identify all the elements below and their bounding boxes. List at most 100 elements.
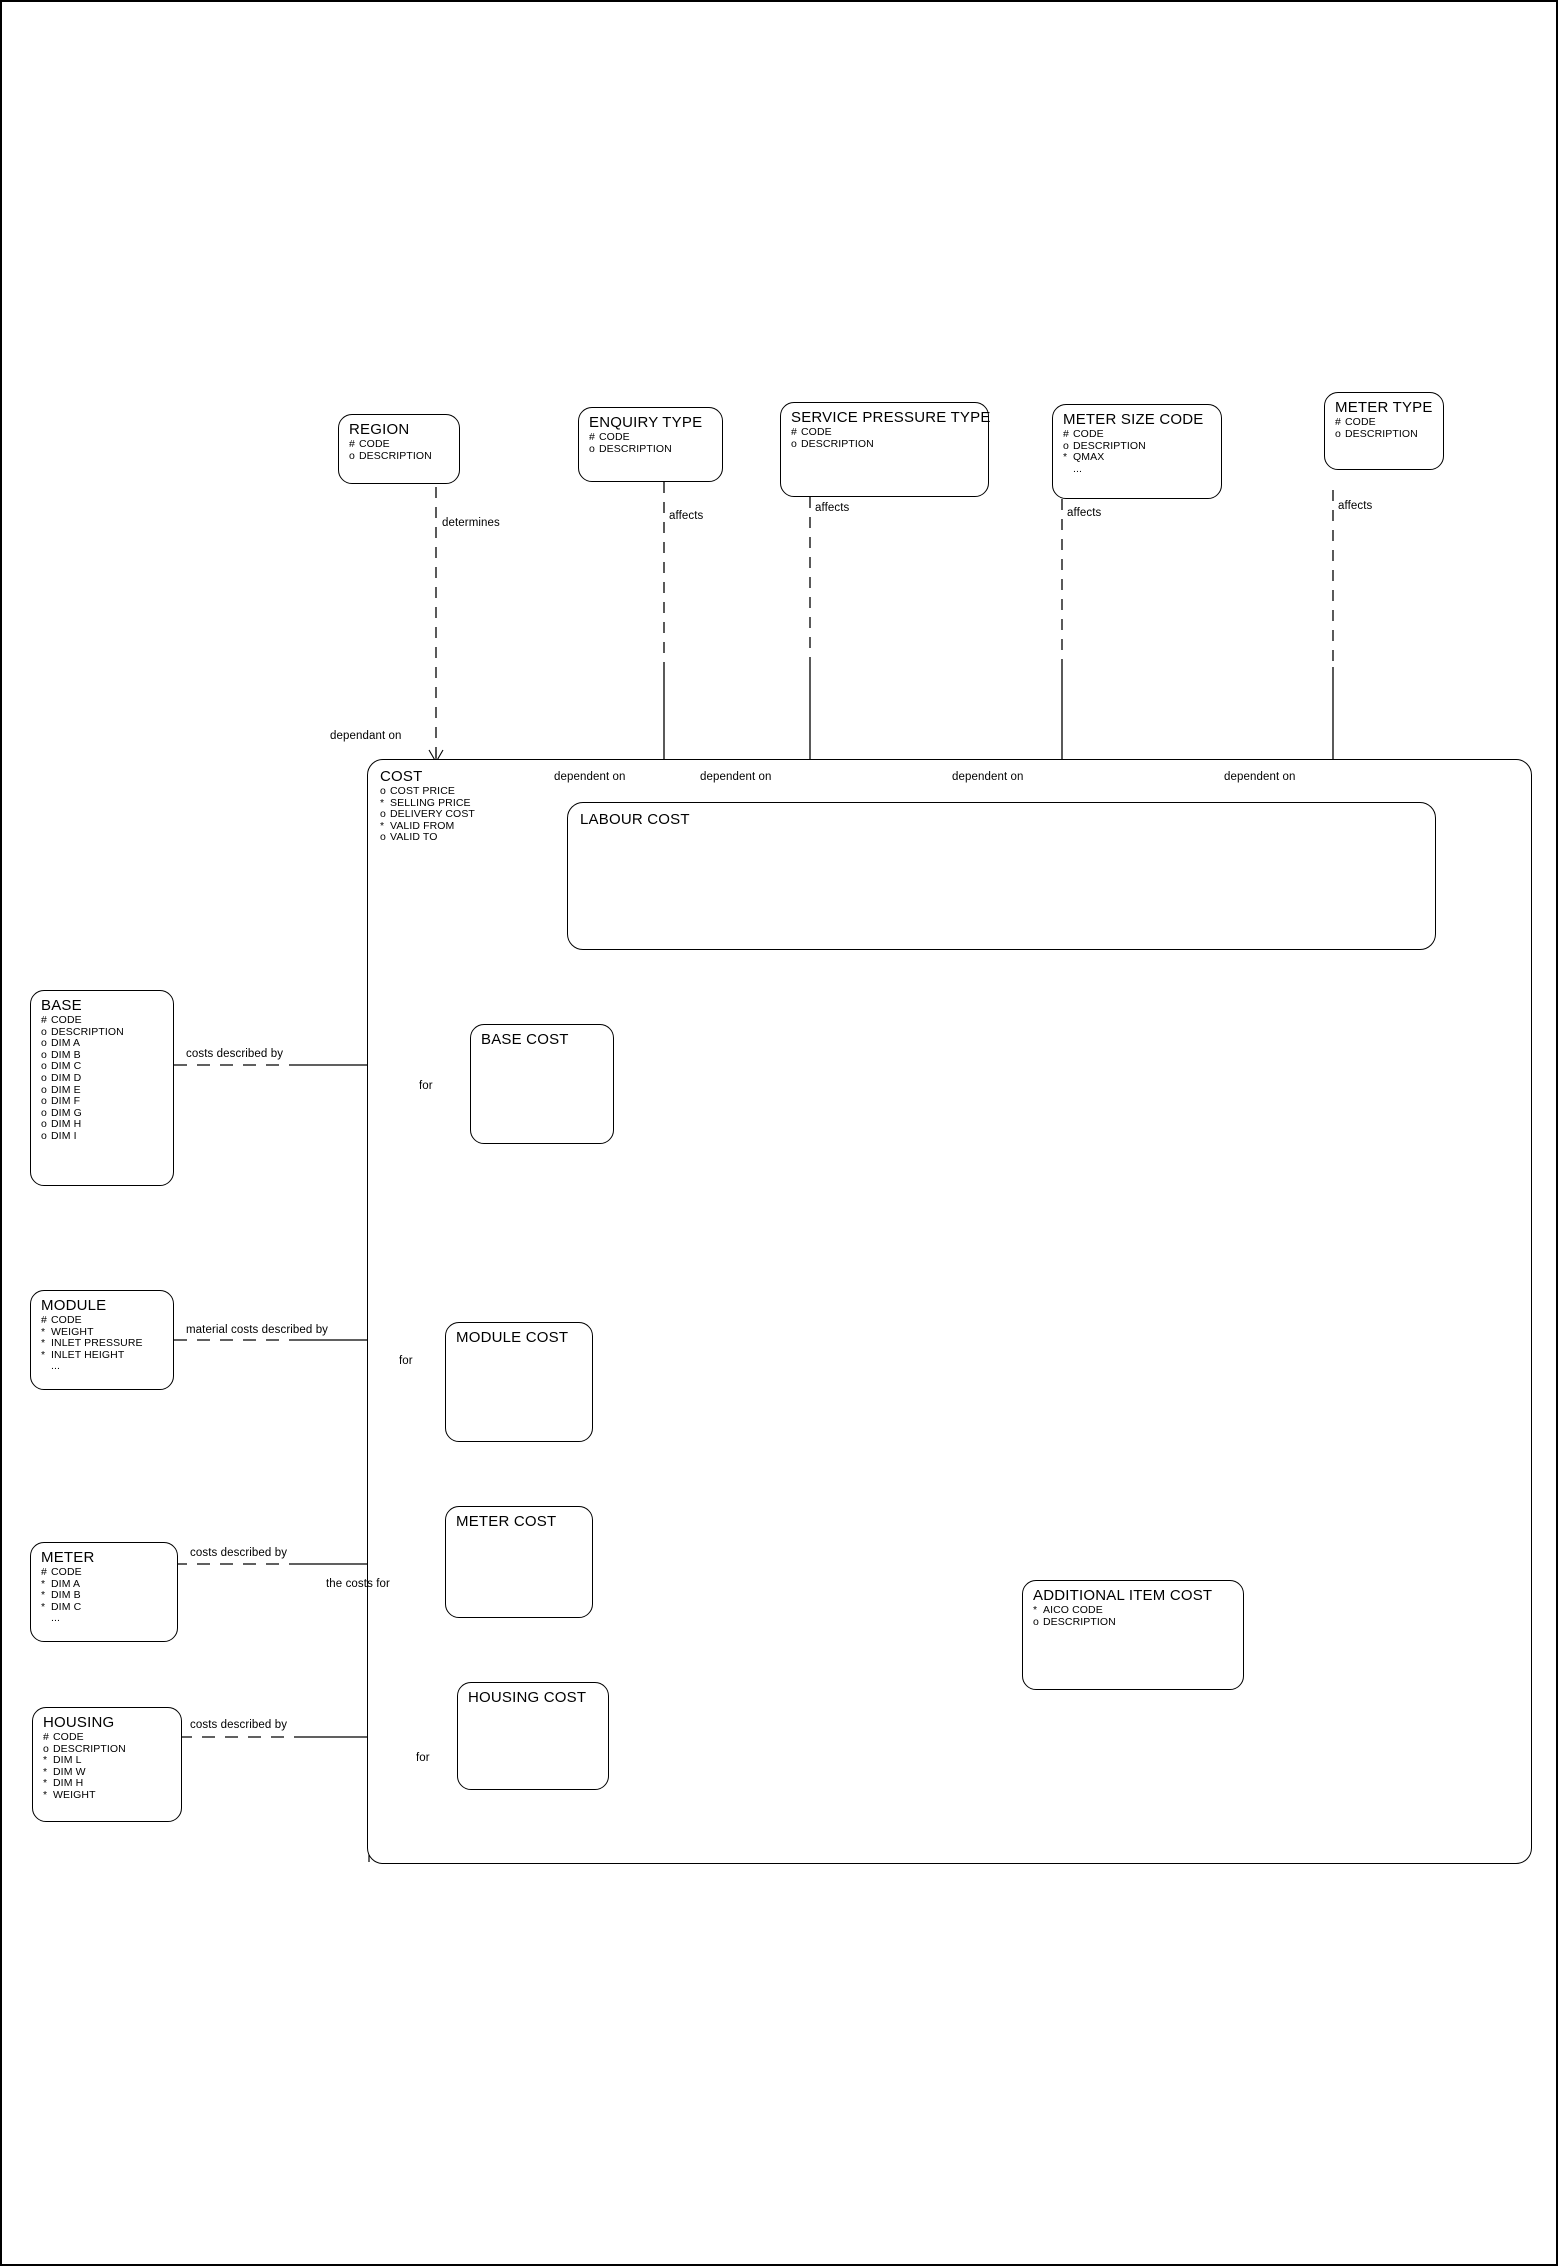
attribute-marker: o	[349, 449, 355, 462]
relationship-label-dependent-on-4: dependent on	[1224, 771, 1296, 783]
attribute-marker: o	[380, 808, 386, 821]
attribute-row: *DIM L	[43, 1754, 171, 1767]
attribute-label: SELLING PRICE	[390, 796, 471, 809]
attribute-marker: o	[41, 1037, 47, 1050]
entity-name: HOUSING	[43, 1714, 115, 1731]
attribute-label: CODE	[51, 1314, 82, 1326]
attribute-label: CODE	[359, 438, 390, 450]
entity-name: METER TYPE	[1335, 399, 1433, 416]
attribute-label: DESCRIPTION	[801, 437, 874, 450]
attribute-label: DESCRIPTION	[1043, 1615, 1116, 1628]
attribute-label: ...	[1073, 462, 1083, 475]
entity-housing-cost[interactable]: HOUSING COST	[457, 1682, 609, 1790]
relationship-label-base-costs-described-by: costs described by	[186, 1048, 284, 1060]
entity-name: BASE COST	[481, 1031, 569, 1048]
attribute-row: #CODE	[41, 1314, 163, 1327]
entity-name: MODULE COST	[456, 1329, 569, 1346]
entity-module-cost[interactable]: MODULE COST	[445, 1322, 593, 1442]
attribute-label: DESCRIPTION	[51, 1025, 124, 1038]
entity-labour-cost[interactable]: LABOUR COST	[567, 802, 1436, 950]
attribute-marker: *	[43, 1765, 48, 1778]
relationship-label-affects-meter-type: affects	[1338, 500, 1373, 512]
attribute-label: DIM C	[51, 1600, 82, 1613]
relationship-label-module-for: for	[399, 1355, 413, 1367]
attribute-marker: o	[589, 442, 595, 455]
attribute-marker: o	[41, 1071, 47, 1084]
entity-name: HOUSING COST	[468, 1689, 587, 1706]
attribute-row: # CODE	[43, 1731, 171, 1744]
attribute-label: VALID TO	[390, 831, 438, 844]
attribute-label: CODE	[51, 1566, 82, 1578]
attribute-row: *DIM B	[41, 1589, 167, 1602]
attribute-marker: *	[1033, 1604, 1038, 1616]
attribute-marker: o	[41, 1118, 47, 1131]
entity-module[interactable]: MODULE #CODE *WEIGHT *INLET PRESSURE *IN…	[30, 1290, 174, 1390]
attribute-label: ...	[51, 1612, 61, 1625]
attribute-label: DIM A	[51, 1577, 81, 1590]
attribute-label: WEIGHT	[51, 1325, 94, 1338]
attribute-marker: o	[41, 1083, 47, 1096]
attribute-row: *AICO CODE	[1033, 1604, 1233, 1617]
attribute-label: CODE	[599, 431, 630, 443]
attribute-label: CODE	[801, 426, 832, 438]
attribute-row: *SELLING PRICE	[380, 796, 1519, 810]
entity-name: LABOUR COST	[580, 811, 690, 828]
attribute-marker: #	[1063, 428, 1069, 440]
attribute-row: #CODE	[589, 431, 712, 444]
attribute-marker: *	[1063, 451, 1068, 464]
attribute-row: o DIM D	[41, 1071, 163, 1085]
relationship-label-dependent-on-1: dependent on	[554, 771, 626, 783]
attribute-row: #CODE	[41, 1566, 167, 1579]
attribute-row: ...	[41, 1613, 167, 1625]
relationship-label-affects-enquiry: affects	[669, 510, 704, 522]
relationship-label-affects-service-pressure: affects	[815, 502, 850, 514]
attribute-marker: #	[1335, 416, 1341, 428]
relationship-label-housing-for: for	[416, 1752, 430, 1764]
attribute-label: DIM H	[51, 1118, 82, 1131]
attribute-row: #CODE	[1063, 428, 1211, 441]
attribute-row: #CODE	[791, 426, 978, 439]
attribute-marker: o	[1335, 427, 1341, 440]
attribute-row: ...	[41, 1361, 163, 1373]
attribute-marker: *	[41, 1325, 46, 1338]
attribute-marker: o	[41, 1095, 47, 1108]
entity-name: SERVICE PRESSURE TYPE	[791, 409, 991, 426]
relationship-label-module-material-costs-described-by: material costs described by	[186, 1324, 329, 1336]
attribute-label: DIM I	[51, 1129, 77, 1142]
entity-meter-cost[interactable]: METER COST	[445, 1506, 593, 1618]
relationship-label-base-for: for	[419, 1080, 433, 1092]
entity-name: METER COST	[456, 1513, 557, 1530]
entity-name: ADDITIONAL ITEM COST	[1033, 1587, 1213, 1604]
attribute-label: DIM B	[51, 1048, 81, 1061]
entity-name: METER SIZE CODE	[1063, 411, 1204, 428]
attribute-row: *DIM C	[41, 1600, 167, 1614]
attribute-label: DIM D	[51, 1071, 82, 1084]
entity-base-cost[interactable]: BASE COST	[470, 1024, 614, 1144]
entity-meter[interactable]: METER #CODE *DIM A *DIM B *DIM C ...	[30, 1542, 178, 1642]
attribute-row: * WEIGHT	[41, 1325, 163, 1339]
attribute-marker: #	[43, 1731, 49, 1743]
relationship-label-dependant-on: dependant on	[330, 730, 402, 742]
attribute-label: CODE	[53, 1731, 84, 1743]
entity-name: ENQUIRY TYPE	[589, 414, 703, 431]
